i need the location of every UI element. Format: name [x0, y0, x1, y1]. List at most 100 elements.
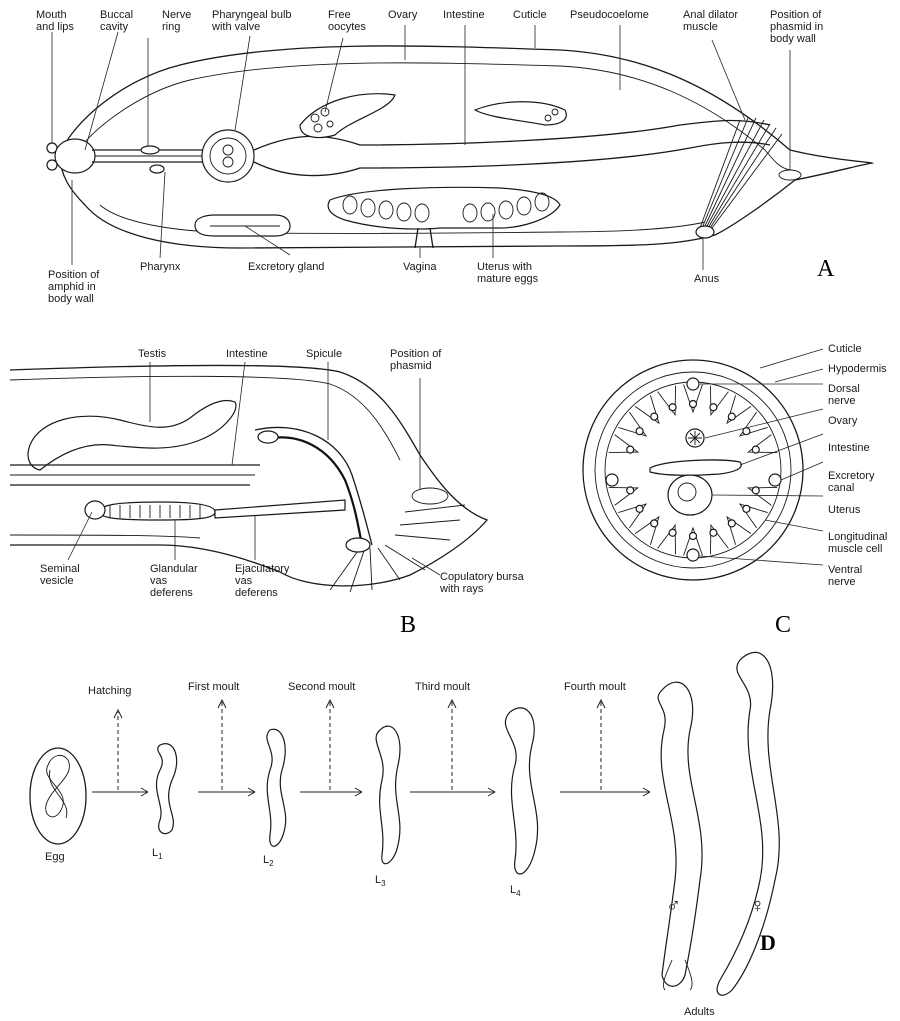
label-anus: Anus	[694, 273, 720, 285]
uterus	[328, 187, 560, 229]
label-bursa: Copulatory bursawith rays	[439, 571, 525, 595]
muscle-cell-body	[627, 487, 634, 494]
panel-d: Hatching First moult Second moult Third …	[30, 652, 779, 1018]
label-fourth-moult: Fourth moult	[564, 681, 626, 693]
panel-letter-d: D	[760, 930, 776, 955]
label-intestine-b: Intestine	[226, 348, 268, 360]
muscle-cell-body	[651, 520, 658, 527]
dorsal-nerve	[687, 378, 699, 390]
panel-letter-c: C	[775, 612, 791, 638]
label-intestine: Intestine	[443, 9, 485, 21]
label-second-moult: Second moult	[288, 681, 355, 693]
label-excretory-gland: Excretory gland	[248, 261, 324, 273]
egg	[30, 748, 86, 844]
label-uterus: Uterus withmature eggs	[477, 261, 539, 285]
muscle-cell-body	[690, 401, 697, 408]
label-third-moult: Third moult	[415, 681, 470, 693]
label-l1: L1	[152, 847, 163, 861]
larva-l2	[267, 729, 286, 846]
panel-letter-b: B	[400, 612, 416, 638]
label-hypodermis: Hypodermis	[828, 363, 887, 375]
muscle-cell-body	[690, 533, 697, 540]
label-pharynx: Pharynx	[140, 261, 181, 273]
glandular-vas	[100, 502, 215, 520]
label-l4: L4	[510, 884, 521, 898]
muscle-cell-body	[636, 428, 643, 435]
excretory-gland	[195, 215, 290, 236]
label-ovary: Ovary	[388, 9, 418, 21]
label-phasmid-b: Position ofphasmid	[390, 348, 442, 372]
muscle-cell-body	[627, 446, 634, 453]
phasmid-a	[779, 170, 801, 180]
label-l3: L3	[375, 874, 386, 888]
intestine-section	[650, 460, 741, 475]
ovary-left	[300, 94, 395, 138]
phasmid-b	[412, 488, 448, 504]
larva-l1	[156, 744, 176, 834]
muscle-cell-body	[710, 404, 717, 411]
excretory-canal	[769, 474, 781, 486]
leader-lines-c	[700, 349, 823, 565]
label-hatching: Hatching	[88, 685, 131, 697]
male-symbol: ♂	[666, 895, 681, 917]
vagina	[415, 228, 433, 248]
larva-l3	[376, 726, 400, 864]
label-first-moult: First moult	[188, 681, 239, 693]
muscle-cell-body	[710, 529, 717, 536]
testis	[28, 401, 236, 470]
panel-letter-a: A	[817, 256, 835, 282]
adult-male	[658, 682, 702, 986]
seminal-vesicle	[85, 501, 105, 519]
label-l2: L2	[263, 854, 274, 868]
ejaculatory-vas	[215, 500, 345, 518]
label-intestine-c: Intestine	[828, 442, 870, 454]
label-ovary-c: Ovary	[828, 415, 858, 427]
larva-l4	[505, 708, 537, 874]
muscle-cell-body	[728, 413, 735, 420]
muscle-cell-body	[636, 505, 643, 512]
anal-dilator-muscle	[700, 118, 782, 228]
label-egg: Egg	[45, 851, 65, 863]
ventral-nerve	[687, 549, 699, 561]
uterus-section	[668, 475, 712, 515]
spicule	[262, 437, 362, 545]
label-adults: Adults	[684, 1006, 715, 1018]
label-nerve: Nervering	[162, 9, 191, 33]
muscle-cell-body	[651, 413, 658, 420]
muscle-cell-body	[752, 446, 759, 453]
muscle-cell-body	[752, 487, 759, 494]
label-spicule: Spicule	[306, 348, 342, 360]
leader-lines-b	[68, 362, 440, 575]
life-cycle-arrows	[92, 788, 650, 796]
label-seminal: Seminalvesicle	[40, 563, 80, 587]
label-cuticle: Cuticle	[513, 9, 547, 21]
label-pseudocoelome: Pseudocoelome	[570, 9, 649, 21]
label-vagina: Vagina	[403, 261, 437, 273]
muscle-cell-body	[743, 505, 750, 512]
female-symbol: ♀	[750, 895, 765, 917]
label-ventral-nerve: Ventralnerve	[828, 564, 862, 588]
label-buccal: Buccalcavity	[100, 9, 133, 33]
muscle-cell-body	[728, 520, 735, 527]
muscle-cell-body	[669, 529, 676, 536]
label-testis: Testis	[138, 348, 167, 360]
body-outline-b	[10, 365, 487, 586]
muscle-cell-body	[669, 404, 676, 411]
label-cuticle-c: Cuticle	[828, 343, 862, 355]
label-uterus-c: Uterus	[828, 504, 861, 516]
